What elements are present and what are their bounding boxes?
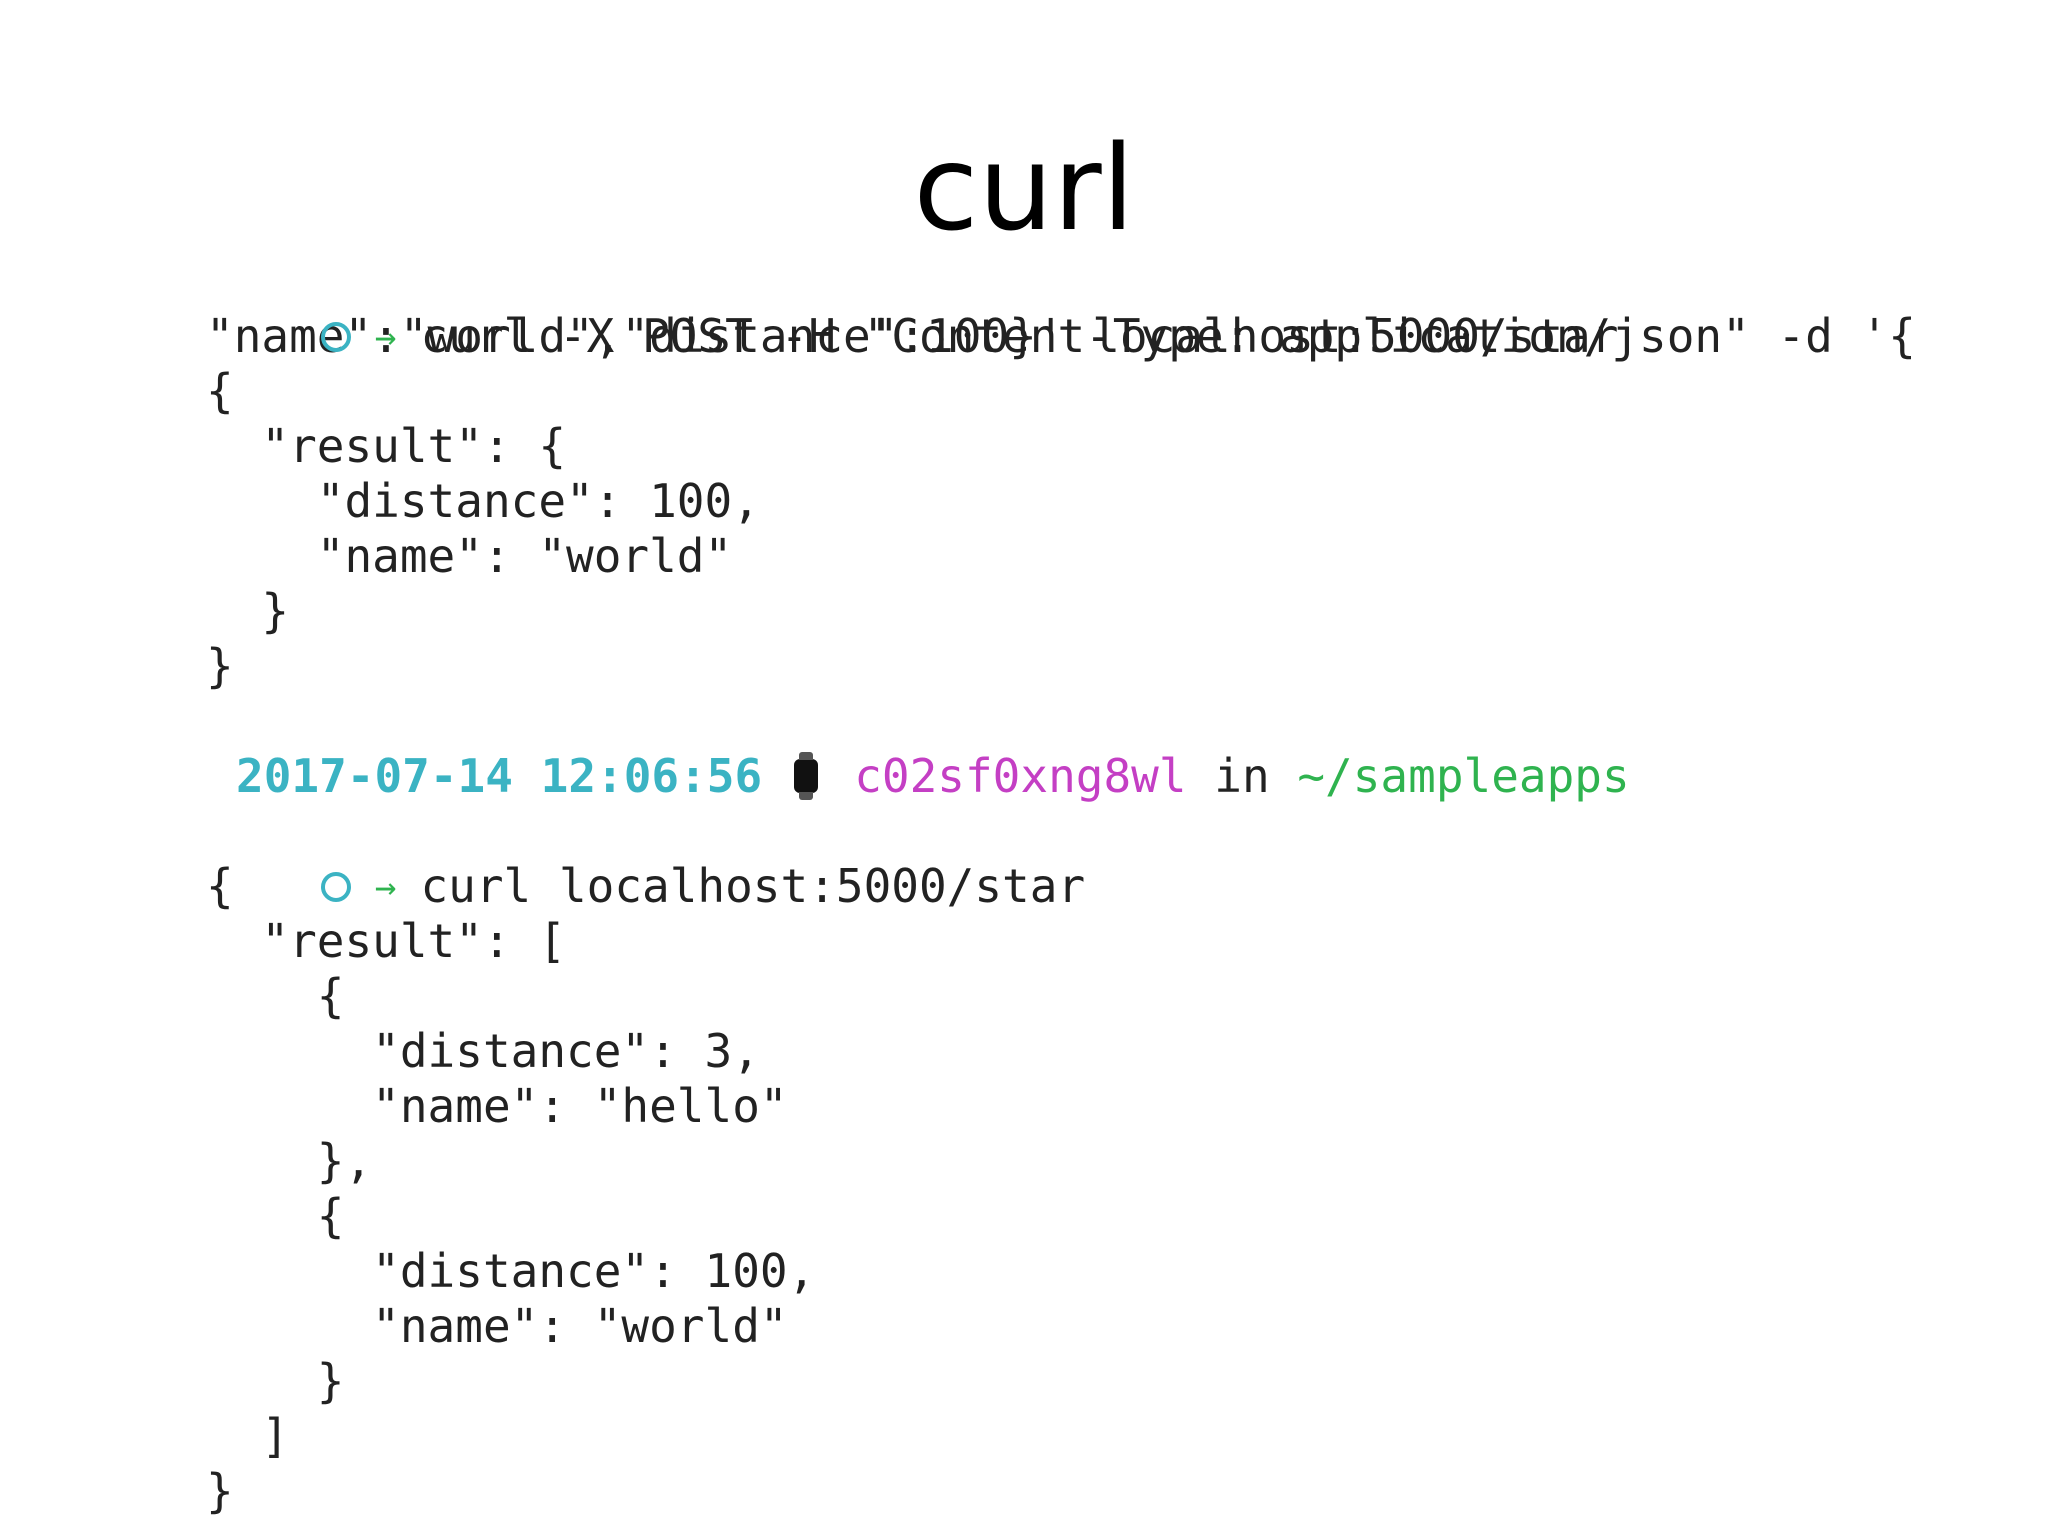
terminal-output[interactable]: → curl -X POST -H "Content-Type: applicat… — [206, 254, 1916, 1519]
output-line: "distance": 100, — [206, 474, 760, 528]
output-line: "distance": 100, — [206, 1244, 816, 1298]
prompt-status-line: 2017-07-14 12:06:56 c02sf0xng8wl in ~/sam… — [206, 749, 1866, 804]
command-line: → curl -X POST -H "Content-Type: applicat… — [206, 254, 1916, 363]
output-line: "name": "world" — [206, 529, 733, 583]
slide-title: curl — [913, 119, 1135, 257]
output-line: "result": [ — [206, 914, 567, 968]
output-line: { — [206, 1189, 345, 1243]
output-line: "distance": 3, — [206, 1024, 760, 1078]
output-line: } — [206, 584, 290, 638]
output-line: } — [206, 1464, 234, 1518]
output-line: "name": "world" — [206, 1299, 788, 1353]
working-directory: ~/sampleapps — [1297, 749, 1630, 803]
command-line-continuation: "name":"world","distance":100}' localhos… — [206, 309, 1619, 363]
output-line: "result": { — [206, 419, 567, 473]
blank-line — [206, 694, 1866, 749]
command-text: curl localhost:5000/star — [420, 859, 1086, 913]
arrow-right-icon: → — [374, 867, 397, 908]
circle-icon — [320, 321, 351, 352]
output-line: "name": "hello" — [206, 1079, 788, 1133]
output-line: { — [206, 364, 234, 418]
output-line: }, — [206, 1134, 373, 1188]
command-text: curl -X POST -H "Content-Type: applicati… — [420, 309, 1916, 363]
output-line: { — [206, 859, 234, 913]
circle-icon — [320, 871, 351, 902]
hostname: c02sf0xng8wl — [854, 749, 1187, 803]
output-line: } — [206, 639, 234, 693]
output-line: } — [206, 1354, 345, 1408]
in-label: in — [1214, 749, 1270, 803]
arrow-right-icon: → — [374, 317, 397, 358]
timestamp: 2017-07-14 12:06:56 — [236, 749, 763, 803]
watch-icon — [794, 751, 819, 800]
output-line: ] — [206, 1409, 290, 1463]
output-line: { — [206, 969, 345, 1023]
command-line: → curl localhost:5000/star — [206, 804, 1866, 913]
